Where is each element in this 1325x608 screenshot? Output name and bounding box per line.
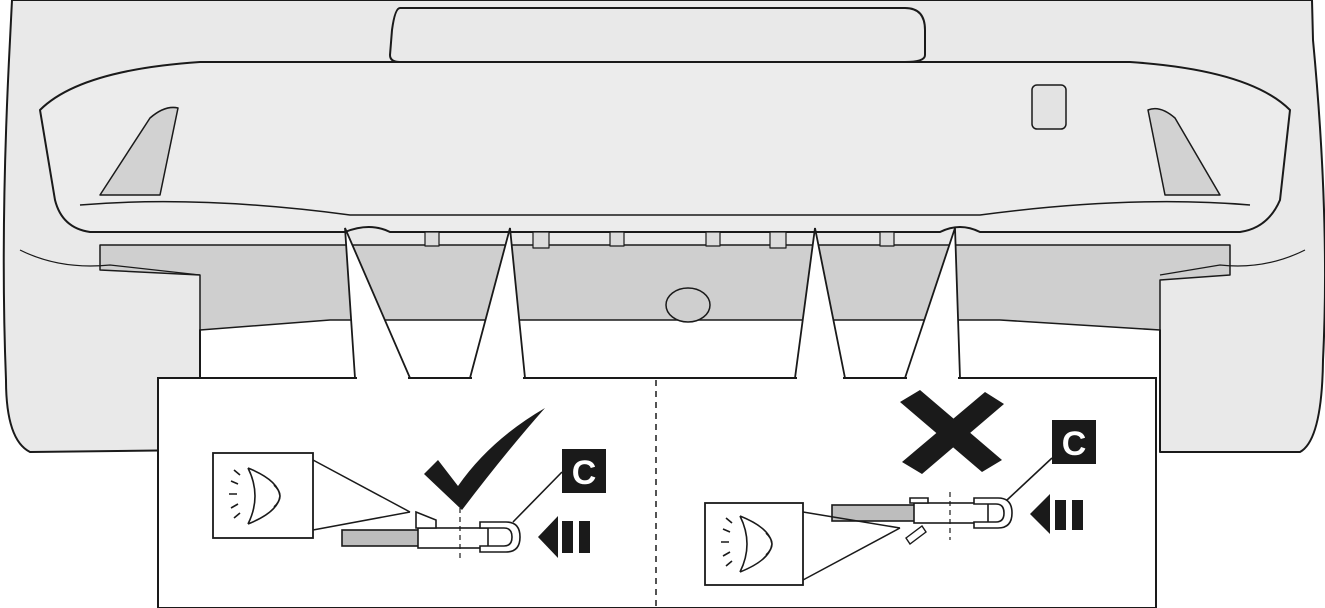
left-reflector	[99, 106, 179, 196]
eye-icon	[721, 515, 773, 573]
eye-view-box-right	[704, 502, 804, 586]
vehicle-rear-view	[2, 0, 1325, 453]
eye-view-box-left	[212, 452, 314, 539]
left-detail-correct: C	[212, 408, 606, 558]
right-wheel-arch	[1159, 249, 1306, 276]
center-hitch	[665, 287, 711, 323]
bracket-flange-left	[415, 510, 437, 529]
clip-tab	[532, 231, 550, 249]
x-mark-icon	[900, 390, 1004, 474]
insert-direction-arrow-left	[538, 516, 590, 558]
under-bumper-clips	[424, 231, 895, 249]
clip-c-left	[479, 521, 521, 553]
part-label-left: C	[572, 454, 597, 492]
clip-tab	[769, 231, 787, 249]
right-detail-incorrect: C	[704, 390, 1096, 586]
part-label-right: C	[1062, 425, 1087, 463]
callout-pointer-left-a	[344, 227, 411, 379]
part-label-badge-left	[562, 449, 606, 493]
bracket-flange-right	[909, 497, 929, 504]
callout-pointers	[344, 227, 961, 379]
eye-icon	[229, 467, 281, 525]
clip-tab	[609, 231, 625, 247]
callout-pointer-left-b	[469, 227, 526, 379]
part-label-badge-right	[1052, 420, 1096, 464]
leader-line-left	[512, 471, 563, 523]
clip-tab	[879, 231, 895, 247]
checkmark-icon	[424, 408, 545, 510]
license-plate-recess	[389, 7, 926, 63]
callout-pointer-right-b	[904, 227, 961, 379]
tow-hook-cover	[1031, 84, 1067, 130]
rear-bumper-cover	[39, 61, 1291, 233]
clip-tab	[424, 231, 440, 247]
leader-line-right	[1006, 457, 1053, 501]
detail-panel-frame	[157, 377, 1157, 608]
bracket-tab-bent-right	[905, 524, 927, 546]
clip-c-right	[973, 497, 1013, 529]
bumper-lower-lip	[79, 200, 1251, 216]
underbody-area	[99, 244, 1231, 331]
callout-pointer-right-a	[794, 227, 846, 379]
right-reflector	[1147, 107, 1221, 196]
bracket-slot-right	[913, 502, 989, 524]
insert-direction-arrow-right	[1030, 494, 1083, 534]
bracket-slot-left	[417, 527, 489, 549]
left-wheel-arch	[19, 249, 201, 276]
detail-panel	[157, 376, 1157, 608]
clip-tab	[705, 231, 721, 247]
